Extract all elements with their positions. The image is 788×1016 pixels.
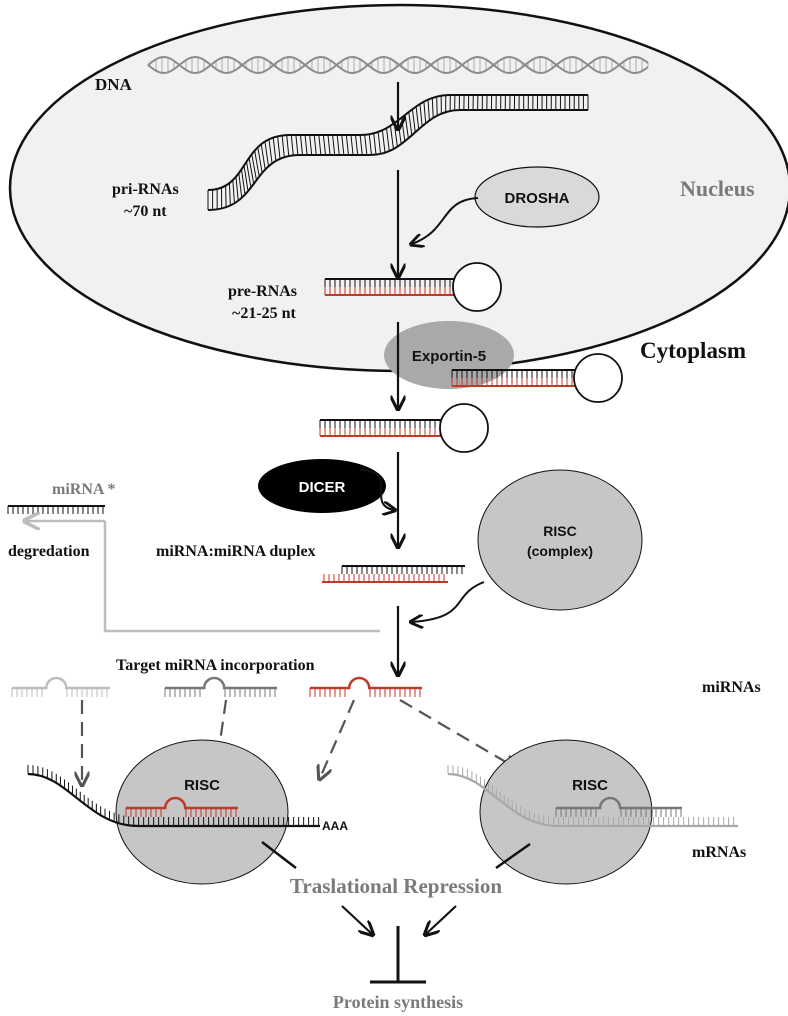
mirna-light-gray [11, 676, 110, 697]
mirna-star-strand [7, 505, 105, 514]
inhibit-line-left [261, 841, 297, 869]
mirna-red [309, 676, 422, 697]
drosha-action-arrow [412, 197, 479, 244]
drosha-label: DROSHA [504, 190, 569, 207]
dna-helix [147, 55, 649, 75]
target-incorporation-label: Target miRNA incorporation [116, 657, 315, 674]
mrnas-label: mRNAs [692, 844, 746, 861]
inhibit-line-right [495, 842, 531, 870]
pre-rnas-size: ~21-25 nt [232, 305, 297, 322]
poly-a-label: AAA [322, 819, 348, 833]
pre-rna-cytoplasm-hairpin [319, 403, 489, 453]
risc-left [115, 739, 289, 885]
mirna-duplex [322, 565, 465, 583]
risc-loading-arrow [412, 581, 485, 622]
arrow-repression-left [341, 905, 372, 934]
pre-rnas-label: pre-RNAs [228, 283, 297, 300]
risc-left-label: RISC [184, 777, 220, 794]
dicer-action-arrow [359, 469, 394, 510]
pri-rnas-size: ~70 nt [124, 203, 167, 220]
translational-repression-label: Traslational Repression [290, 874, 502, 898]
dicer-label: DICER [299, 479, 346, 496]
risc-complex-label-line1: RISC [543, 523, 576, 539]
mirna-star-label: miRNA * [52, 481, 116, 498]
pre-rna-hairpin [324, 262, 502, 312]
mirnas-label: miRNAs [702, 679, 761, 696]
risc-complex-label-line2: (complex) [527, 543, 593, 559]
degradation-label: degredation [8, 543, 90, 560]
pri-rna-strand [207, 94, 589, 211]
dashed-arrow-3 [320, 699, 356, 778]
protein-synthesis-label: Protein synthesis [333, 992, 463, 1012]
mirna-gray [164, 676, 277, 697]
risc-complex [477, 469, 643, 611]
drosha-enzyme [474, 166, 600, 228]
dna-label: DNA [95, 75, 133, 94]
pri-rnas-label: pri-RNAs [112, 181, 179, 198]
pre-rna-exported-hairpin [451, 353, 623, 403]
risc-right-label: RISC [572, 777, 608, 794]
cytoplasm-label: Cytoplasm [640, 338, 746, 363]
duplex-label: miRNA:miRNA duplex [156, 543, 316, 560]
dashed-arrow-4 [399, 699, 516, 768]
mrna-right [447, 765, 738, 828]
exportin-5-label: Exportin-5 [412, 348, 486, 365]
dicer-enzyme [258, 459, 386, 513]
mrna-left [27, 765, 320, 828]
nucleus-label: Nucleus [680, 176, 755, 201]
degradation-return-line [103, 521, 380, 633]
arrow-repression-right [426, 905, 457, 934]
